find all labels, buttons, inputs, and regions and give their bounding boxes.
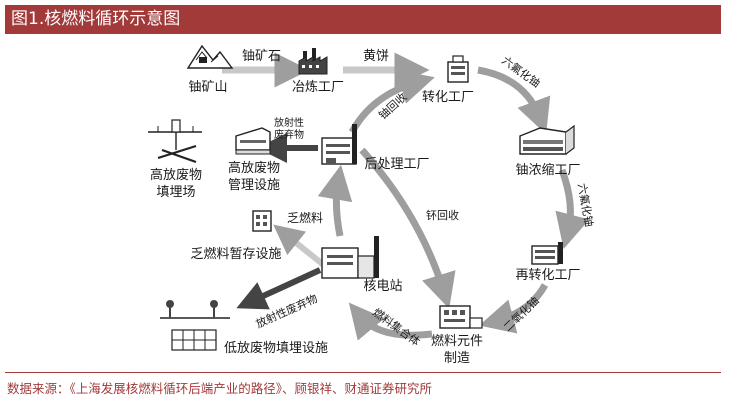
- spent-fuel-storage-icon: [252, 210, 272, 232]
- label-fabrication-1: 燃料元件: [431, 333, 483, 349]
- arrow-plant-to-llw: [236, 267, 322, 310]
- arrow-reprocessing-to-fabrication: [359, 147, 456, 309]
- hlw-management-icon: [235, 127, 271, 155]
- reconversion-plant-icon: [531, 242, 563, 265]
- label-reprocessing: 后处理工厂: [364, 157, 429, 172]
- label-uf6-a: 六氟化铀: [499, 53, 543, 90]
- footer-divider: [5, 372, 721, 373]
- label-enrichment: 铀浓缩工厂: [515, 162, 580, 178]
- arrow-fabrication-to-plant: [348, 302, 433, 341]
- figure-title: 图1.核燃料循环示意图: [11, 9, 181, 29]
- arrow-conversion-to-enrichment: [477, 66, 551, 135]
- label-spent-fuel: 乏燃料: [287, 210, 323, 225]
- arrows: [222, 52, 590, 341]
- label-plant: 核电站: [363, 279, 402, 294]
- smelter-icon: [298, 48, 328, 75]
- fuel-cycle-diagram: 铀矿山 冶炼工厂 转化工厂 铀浓缩工厂 再转化工厂 燃料元件 制造 核电站 后处…: [148, 44, 596, 366]
- label-spent-storage: 乏燃料暂存设施: [190, 246, 281, 262]
- label-radwaste-a: 放射性废弃物: [274, 116, 304, 141]
- arrow-plant-to-reprocessing: [317, 164, 353, 237]
- arrow-reconversion-to-fabrication: [479, 283, 549, 334]
- mine-icon: [186, 44, 234, 69]
- label-smelter: 冶炼工厂: [292, 80, 344, 95]
- conversion-plant-icon: [447, 55, 469, 83]
- label-conversion: 转化工厂: [422, 90, 474, 105]
- label-ore: 铀矿石: [242, 49, 281, 64]
- label-hlw-mgmt-1: 高放废物: [228, 160, 280, 176]
- label-llw-repo: 低放废物填埋设施: [224, 340, 328, 356]
- label-yellowcake: 黄饼: [363, 49, 389, 64]
- title-bar: 图1.核燃料循环示意图: [5, 5, 721, 34]
- label-mine: 铀矿山: [188, 80, 227, 95]
- llw-disposal-icon: [160, 300, 230, 351]
- fuel-fabrication-icon: [439, 305, 483, 329]
- label-uf6-b: 六氟化铀: [575, 182, 596, 228]
- reprocessing-plant-icon: [321, 124, 357, 165]
- label-reconversion: 再转化工厂: [515, 268, 580, 283]
- source-note: 数据来源：《上海发展核燃料循环后端产业的路径》、顾银祥、财通证券研究所: [7, 381, 433, 396]
- arrow-plant-to-storage: [273, 224, 327, 269]
- enrichment-plant-icon: [519, 124, 575, 155]
- label-hlw-repo-1: 高放废物: [150, 167, 202, 183]
- arrow-enrichment-to-reconversion: [555, 168, 590, 249]
- label-hlw-repo-2: 填埋场: [156, 185, 195, 200]
- label-plutonium-recovery: 钚回收: [426, 208, 459, 222]
- label-fabrication-2: 制造: [444, 351, 470, 366]
- label-hlw-mgmt-2: 管理设施: [228, 178, 280, 193]
- hlw-repository-icon: [148, 119, 202, 164]
- nuclear-plant-icon: [321, 236, 379, 279]
